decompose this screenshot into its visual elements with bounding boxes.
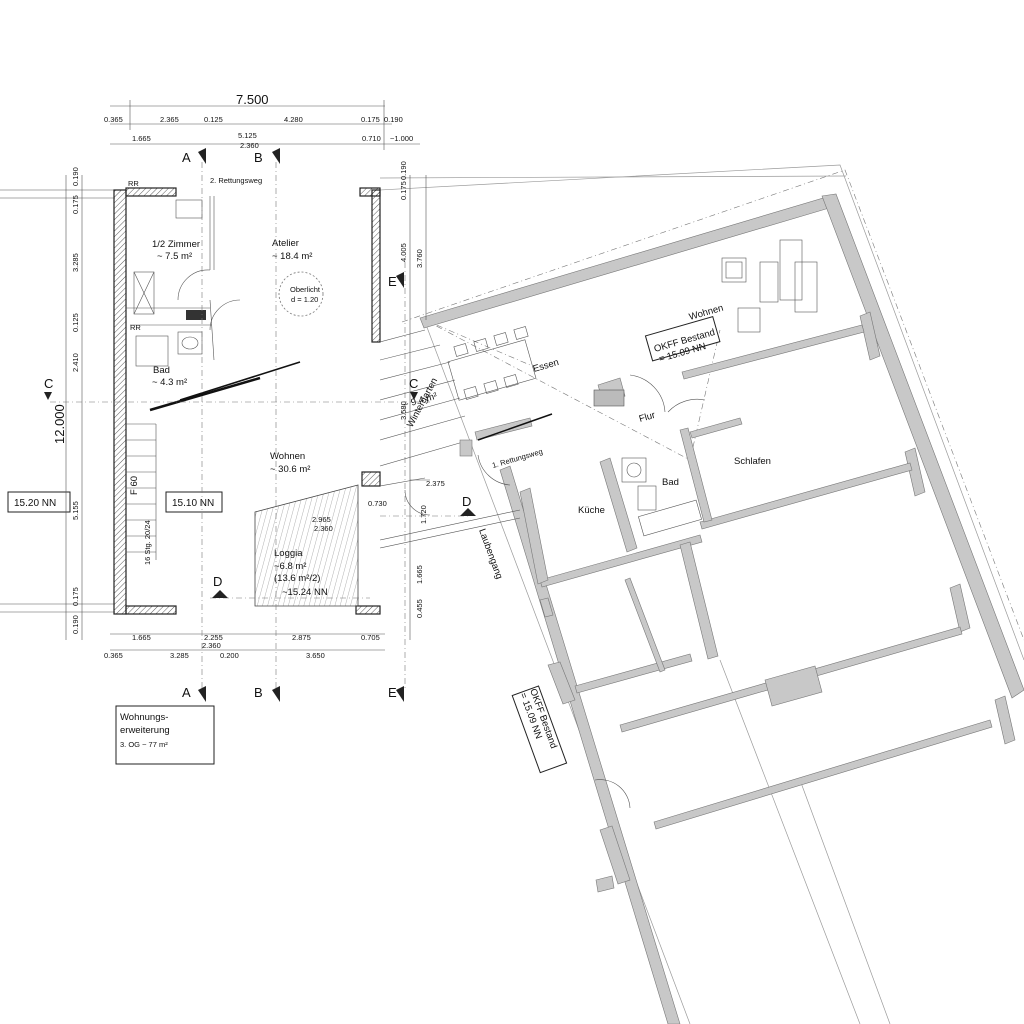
dim-right-6: 1.720 [419,505,428,524]
dim-bottom-4: 0.705 [361,633,380,642]
room-half-zimmer: 1/2 Zimmer [152,239,200,250]
room-kueche: Küche [578,505,605,516]
dim-top-3: 0.125 [204,115,223,124]
room-atelier-area: ~ 18.4 m² [272,251,312,262]
section-e-bottom: E [388,685,397,700]
rr-label-2: RR [130,323,141,332]
room-loggia: Loggia [274,548,303,559]
dim-top-1: 0.365 [104,115,123,124]
dim-top2-4: ~1.000 [390,134,413,143]
section-b-bottom: B [254,685,263,700]
dim-top-4: 4.280 [284,115,303,124]
dim-wintergarten: 2.375 [426,479,445,488]
rr-label-1: RR [128,179,139,188]
dim-right-8: 0.455 [415,599,424,618]
dim-bottom-2: 2.255 [204,633,223,642]
dim-top2-2: 5.125 [238,131,257,140]
dim-right-4: 3.760 [415,249,424,268]
dim-left-7: 0.175 [71,587,80,606]
rettungsweg-2: 2. Rettungsweg [210,176,262,185]
existing-building: OKFF Bestand = 15.09 NN OKFF Bestand = 1… [379,164,1024,1024]
section-d-left: D [213,574,222,589]
room-wohnen-left-area: ~ 30.6 m² [270,464,310,475]
dim-loggia-2: 2.360 [314,524,333,533]
section-a-top: A [182,150,191,165]
level-left: 15.20 NN [14,498,56,509]
room-atelier: Atelier [272,238,299,249]
oberlicht-label: Oberlicht [290,285,321,294]
dim-top-5: 0.175 [361,115,380,124]
dim-top-6: 0.190 [384,115,403,124]
dim-right-7: 1.665 [415,565,424,584]
room-bad-right: Bad [662,477,679,488]
dim-loggia-3: 0.730 [368,499,387,508]
dim-left-8: 0.190 [71,615,80,634]
info-line-1: Wohnungs- [120,712,168,723]
oberlicht-detail: d = 1.20 [291,295,318,304]
dim-right-1: 0.175 [399,181,408,200]
dimension-lines: 7.500 0.365 2.365 0.125 4.280 0.175 0.19… [52,92,445,660]
level-inner: 15.10 NN [172,498,214,509]
room-wohnen-left: Wohnen [270,451,305,462]
dim-top2-1: 1.665 [132,134,151,143]
info-line-2: erweiterung [120,725,170,736]
info-box: Wohnungs- erweiterung 3. OG ~ 77 m² [115,705,215,765]
dim-loggia-1: 2.965 [312,515,331,524]
section-markers: A A B B C C D D E E [44,148,476,702]
dim-left-1: 0.190 [71,167,80,186]
room-flur: Flur [638,410,657,425]
room-loggia-level: ~15.24 NN [282,587,328,598]
dim-bottom2-2: 3.285 [170,651,189,660]
room-bad-left: Bad [153,365,170,376]
dim-top-2: 2.365 [160,115,179,124]
dim-top2-3: 0.710 [362,134,381,143]
section-c-right: C [409,376,418,391]
info-line-3: 3. OG ~ 77 m² [120,740,168,749]
section-a-bottom: A [182,685,191,700]
dim-right-5: 3.580 [399,401,408,420]
dim-bottom-sub: 2.360 [202,641,221,650]
dim-bottom2-3: 0.200 [220,651,239,660]
section-d-right: D [462,494,471,509]
dim-top-sub: 2.360 [240,141,259,150]
dim-left-3: 3.285 [71,253,80,272]
dim-bottom2-4: 3.650 [306,651,325,660]
stair-label: 16 Stg. 20/24 [143,520,152,565]
dim-left-5: 2.410 [71,353,80,372]
laubengang-label: Laubengang [476,527,504,580]
dim-left-total: 12.000 [52,404,67,444]
dim-left-4: 0.125 [71,313,80,332]
dim-total-width: 7.500 [236,92,269,107]
room-schlafen: Schlafen [734,456,771,467]
section-e-top: E [388,274,397,289]
section-c-left: C [44,376,53,391]
dim-right-2: 0.190 [399,161,408,180]
f60-label: F 60 [129,476,140,495]
room-loggia-area: ~6.8 m² [274,561,306,572]
section-b-top: B [254,150,263,165]
room-essen: Essen [532,357,560,375]
room-bad-left-area: ~ 4.3 m² [152,377,187,388]
rettungsweg-1: 1. Rettungsweg [491,447,544,470]
dim-bottom-1: 1.665 [132,633,151,642]
dim-left-2: 0.175 [71,195,80,214]
dim-left-6: 5.155 [71,501,80,520]
dim-bottom-3: 2.875 [292,633,311,642]
dim-bottom2-1: 0.365 [104,651,123,660]
room-loggia-area2: (13.6 m²/2) [274,573,320,584]
dim-right-3: 4.005 [399,243,408,262]
room-half-zimmer-area: ~ 7.5 m² [157,251,192,262]
